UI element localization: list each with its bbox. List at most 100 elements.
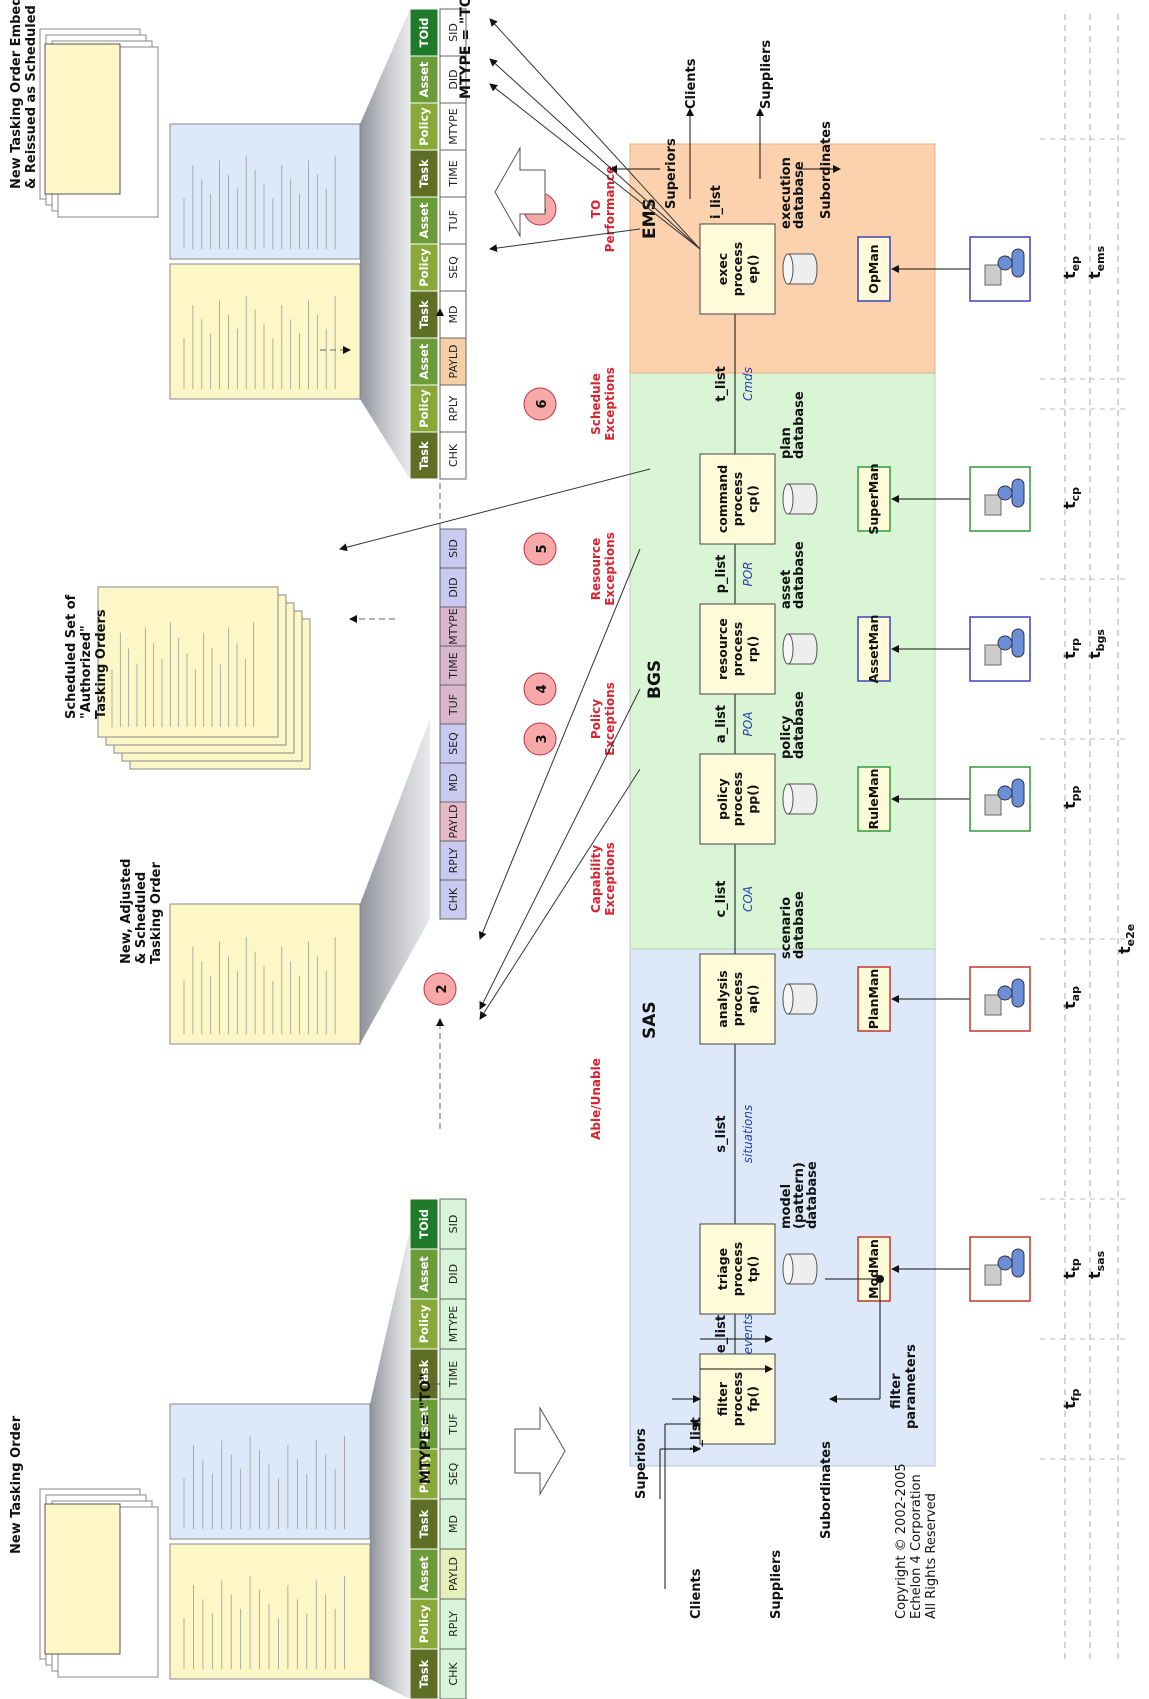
msg-cell-label: DID bbox=[447, 1264, 460, 1284]
title-adjusted-1: New, Adjusted bbox=[119, 859, 134, 965]
msg-cell-label: MTYPE bbox=[447, 1306, 460, 1343]
timing-label: tbgs bbox=[1085, 629, 1107, 659]
timing-bgs: tbgs bbox=[1085, 629, 1107, 659]
list-sub: POR bbox=[741, 561, 755, 586]
process-l2: process bbox=[730, 1372, 745, 1426]
band-label: Policy bbox=[417, 107, 431, 146]
exception-l1: Schedule bbox=[589, 373, 603, 435]
msg-cell-label: MTYPE bbox=[447, 108, 460, 145]
doc-right-a bbox=[170, 264, 360, 399]
tree-panel bbox=[45, 1504, 120, 1654]
timing-label: tap bbox=[1060, 986, 1082, 1009]
manager-name: RuleMan bbox=[866, 768, 881, 829]
list-name: s_list bbox=[714, 1115, 729, 1152]
monitor-icon bbox=[985, 995, 1001, 1015]
msg-cell-label: CHK bbox=[447, 443, 460, 467]
exception-3: ResourceExceptions bbox=[589, 532, 617, 606]
msg-cell-label: SEQ bbox=[447, 256, 460, 279]
timing-rp: trp bbox=[1060, 638, 1082, 659]
band-label: Task bbox=[417, 1509, 431, 1538]
doc-page bbox=[170, 124, 360, 259]
timing-sub: rp bbox=[1069, 638, 1082, 651]
marker-number: 2 bbox=[435, 984, 450, 993]
exception-5: TOPerformance bbox=[589, 166, 617, 253]
timing-fp: tfp bbox=[1060, 1389, 1082, 1409]
in-clients: Clients bbox=[689, 1568, 704, 1619]
process-name: exec bbox=[715, 253, 730, 285]
exception-l1: Able/Unable bbox=[589, 1058, 603, 1140]
process-l2: process bbox=[730, 772, 745, 826]
monitor-icon bbox=[985, 495, 1001, 515]
msg-cell-label: RPLY bbox=[447, 395, 460, 421]
process-func: fp() bbox=[745, 1386, 760, 1412]
process-func: pp() bbox=[745, 784, 760, 813]
title-new-order: New Tasking Order bbox=[9, 1415, 24, 1554]
timing-label: tep bbox=[1060, 256, 1082, 279]
timing-label: trp bbox=[1060, 638, 1082, 659]
manager-name: AssetMan bbox=[866, 615, 881, 684]
msg-cell-label: SEQ bbox=[447, 1462, 460, 1485]
in-subordinates: Subordinates bbox=[819, 1441, 834, 1539]
timing-sub: pp bbox=[1069, 785, 1082, 801]
band-label: Task bbox=[417, 441, 431, 470]
db-top bbox=[783, 1254, 793, 1284]
copyright-line-2: Echelon 4 Corporation bbox=[909, 1474, 924, 1619]
operator-icon bbox=[970, 967, 1030, 1031]
process-l2: process bbox=[730, 242, 745, 296]
timing-sub: ems bbox=[1094, 245, 1107, 271]
timing-label: tpp bbox=[1060, 785, 1082, 809]
step-marker-6: 6 bbox=[524, 388, 556, 420]
person-body-icon bbox=[1012, 779, 1024, 807]
manager-name: SuperMan bbox=[866, 463, 881, 534]
step-marker-2: 2 bbox=[424, 973, 456, 1005]
exception-l2: Exceptions bbox=[603, 682, 617, 756]
process-l2: process bbox=[730, 472, 745, 526]
sas-label: SAS bbox=[640, 1001, 660, 1039]
list-name: p_list bbox=[714, 555, 729, 594]
in-superiors: Superiors bbox=[634, 1428, 649, 1499]
process-name: triage bbox=[715, 1248, 730, 1290]
list-sub: situations bbox=[741, 1105, 755, 1164]
band-label: Asset bbox=[417, 61, 431, 97]
msg-cell-label: TIME bbox=[447, 160, 460, 187]
list-sub: POA bbox=[741, 712, 755, 737]
band-label: Policy bbox=[417, 248, 431, 287]
band-label: TOid bbox=[417, 18, 431, 48]
db-label: database bbox=[805, 1161, 820, 1229]
list-name: c_list bbox=[714, 880, 729, 917]
process-name: policy bbox=[715, 778, 730, 820]
db-label: database bbox=[792, 391, 807, 459]
timing-label: tcp bbox=[1060, 487, 1082, 509]
msg-cell-label: TIME bbox=[447, 652, 460, 679]
tree-panel bbox=[45, 44, 120, 194]
band-label: Asset bbox=[417, 202, 431, 238]
db-label: database bbox=[792, 161, 807, 229]
process-exec: execprocessep() bbox=[700, 224, 775, 314]
doc-right-b bbox=[170, 124, 360, 259]
doc-middle bbox=[170, 904, 360, 1044]
doc-page bbox=[170, 1404, 370, 1539]
copyright-line-3: All Rights Reserved bbox=[924, 1493, 939, 1619]
process-name: filter bbox=[715, 1381, 730, 1416]
db-label: database bbox=[792, 541, 807, 609]
db-top bbox=[783, 634, 793, 664]
title-scheduled-3: Tasking Orders bbox=[94, 609, 109, 719]
title-embedded-1: New Tasking Order Embedded bbox=[9, 0, 24, 189]
doc-scheduled bbox=[98, 587, 278, 737]
doc-page bbox=[170, 264, 360, 399]
timing-label: ttp bbox=[1060, 1258, 1082, 1279]
monitor-icon bbox=[985, 645, 1001, 665]
msg-cell-label: SID bbox=[447, 539, 460, 558]
operator-icon bbox=[970, 1237, 1030, 1301]
bgs-label: BGS bbox=[645, 660, 665, 699]
person-head-icon bbox=[998, 636, 1012, 650]
db-top bbox=[783, 254, 793, 284]
process-func: tp() bbox=[745, 1256, 760, 1282]
band-label: Asset bbox=[417, 1256, 431, 1292]
mtype-label-left: MTYPE = "TO" bbox=[418, 1373, 434, 1484]
exception-l1: Capability bbox=[589, 845, 603, 913]
timing-sub: sas bbox=[1094, 1250, 1107, 1271]
msg-cell-label: SEQ bbox=[447, 732, 460, 755]
